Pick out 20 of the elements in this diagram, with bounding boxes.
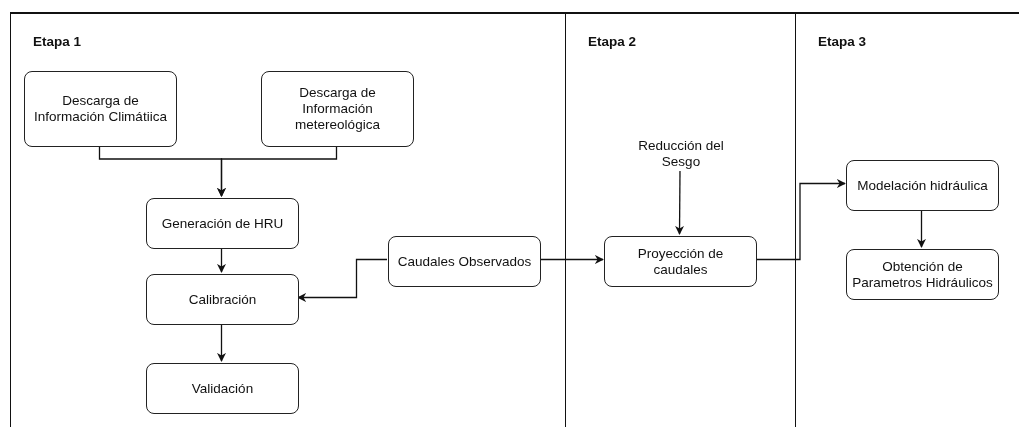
stage-heading: Etapa 2 bbox=[588, 34, 637, 50]
stage-lane bbox=[795, 12, 1019, 427]
process-box: Proyección de caudales bbox=[604, 236, 757, 287]
stage-heading: Etapa 3 bbox=[818, 34, 867, 50]
arrow bbox=[675, 170, 685, 235]
stage-heading: Etapa 1 bbox=[33, 34, 82, 50]
arrow bbox=[297, 258, 388, 302]
process-box: Generación de HRU bbox=[146, 198, 299, 249]
stage-lane bbox=[10, 12, 565, 427]
process-box: Modelación hidráulica bbox=[846, 160, 999, 211]
process-box: Calibración bbox=[146, 274, 299, 325]
process-box: Descarga de Información metereológica bbox=[261, 71, 414, 147]
process-label: Reducción del Sesgo bbox=[631, 135, 731, 173]
process-box: Descarga de Información Climátiica bbox=[24, 71, 177, 147]
stage-lane bbox=[565, 12, 795, 427]
process-box: Caudales Observados bbox=[388, 236, 541, 287]
arrow bbox=[755, 179, 846, 261]
process-box: Obtención de Parametros Hidráulicos bbox=[846, 249, 999, 300]
arrow bbox=[539, 255, 604, 264]
process-box: Validación bbox=[146, 363, 299, 414]
